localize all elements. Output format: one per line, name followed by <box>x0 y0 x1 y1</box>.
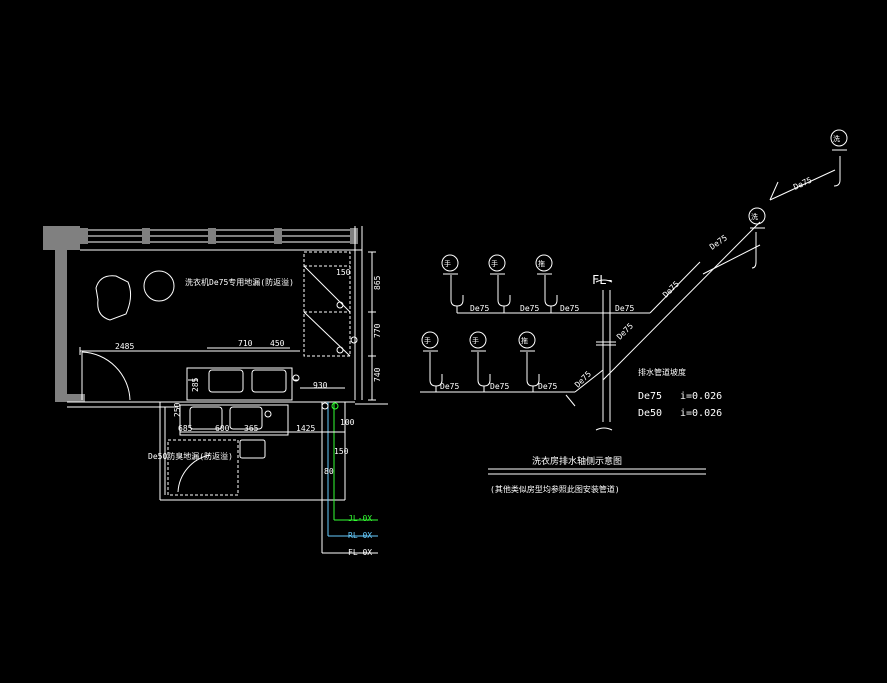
railing-post <box>142 228 150 244</box>
label-jl-pipe: JL-0X <box>348 514 372 523</box>
dim-770: 770 <box>373 323 382 338</box>
riser-break-top <box>595 279 613 283</box>
secondary-diagonal <box>702 244 761 275</box>
top-end-cap <box>769 181 779 201</box>
label-de50-drain: De50防臭地漏(防返溢) <box>148 451 233 461</box>
pipe-size-label: De75 <box>538 382 557 391</box>
wall-vertical-left <box>55 250 67 402</box>
diagram-subtitle: (其他类似房型均参照此图安装管道) <box>490 484 620 494</box>
p-trap <box>833 156 841 187</box>
dim-80: 80 <box>324 467 334 476</box>
sink-basin <box>189 406 223 430</box>
label-de75-drain: 洗衣机De75专用地漏(防返溢) <box>185 277 294 287</box>
fixture-label: 洗 <box>751 212 758 221</box>
shower-area <box>167 439 239 496</box>
round-table <box>143 270 175 302</box>
dim-2485: 2485 <box>115 342 134 351</box>
fixture-label: 拖 <box>538 259 545 268</box>
dim-1425: 1425 <box>296 424 315 433</box>
pipe-size-label: De75 <box>520 304 539 313</box>
dim-740: 740 <box>373 367 382 382</box>
riser-break-bottom <box>595 427 613 431</box>
dim-250: 250 <box>173 402 182 417</box>
dim-600: 600 <box>215 424 230 433</box>
fixture-label: 洗 <box>833 134 840 143</box>
plan-labels: 洗衣机De75专用地漏(防返溢) De50防臭地漏(防返溢) 2485 710 … <box>115 268 382 557</box>
fixture-circle <box>748 207 766 225</box>
pipe-size-label: De75 <box>615 304 634 313</box>
fixture-label: 手 <box>491 259 498 268</box>
fl-riser-label: FL- <box>592 273 614 287</box>
slope-row-size: De75 <box>638 391 662 402</box>
railing-post <box>274 228 282 244</box>
railing-post <box>80 228 88 244</box>
dashed-closet <box>303 251 351 357</box>
toilet-fixture <box>239 439 266 459</box>
isometric-diagram <box>420 129 848 475</box>
main-diagonal-branch <box>602 221 761 381</box>
dim-365: 365 <box>244 424 259 433</box>
counter-lower <box>179 404 289 436</box>
diagonal-line <box>303 265 351 313</box>
fixture-circle <box>535 254 553 272</box>
pipe-symbol <box>264 410 272 418</box>
dim-100: 100 <box>340 418 355 427</box>
fixture-circle <box>830 129 848 147</box>
pipe-size-label: De75 <box>490 382 509 391</box>
fixture-circle <box>469 331 487 349</box>
railing-post <box>208 228 216 244</box>
p-trap <box>751 232 757 269</box>
fixture-label: 手 <box>472 336 479 345</box>
dim-285: 285 <box>191 377 200 392</box>
railing-post <box>350 228 358 244</box>
dim-710: 710 <box>238 339 253 348</box>
sink-basin <box>208 369 244 393</box>
armchair <box>95 275 132 321</box>
lower-diagonal-link <box>574 369 604 393</box>
pipe-size-label: De75 <box>560 304 579 313</box>
iso-labels: 手 手 拖 手 手 拖 洗 洗 FL- De75 De75 De75 De75 … <box>424 134 840 494</box>
dim-150-lower: 150 <box>334 447 349 456</box>
fixture-label: 手 <box>444 259 451 268</box>
label-rl-pipe: RL-0X <box>348 531 372 540</box>
diagonal-link <box>649 261 701 314</box>
pipe-symbol <box>350 336 358 344</box>
counter-upper <box>186 367 293 401</box>
sink-basin <box>229 406 263 430</box>
slope-row-size: De50 <box>638 408 662 419</box>
slope-row-value: i=0.026 <box>680 408 722 419</box>
jl-pipe-symbol <box>331 402 339 410</box>
fixture-circle <box>421 331 439 349</box>
lower-end-cap <box>565 394 576 407</box>
fixture-circle <box>441 254 459 272</box>
wall-bottom-left <box>55 394 85 402</box>
floor-plan <box>43 226 388 554</box>
pipe-symbol <box>292 374 300 382</box>
label-fl-pipe: FL-0X <box>348 548 372 557</box>
fixture-circle <box>488 254 506 272</box>
slope-row-value: i=0.026 <box>680 391 722 402</box>
door-swing-arc <box>81 351 131 401</box>
sink-basin <box>251 369 287 393</box>
fixture-circle <box>518 331 536 349</box>
dim-685: 685 <box>178 424 193 433</box>
dim-150-upper: 150 <box>336 268 351 277</box>
pipe-size-label: De75 <box>440 382 459 391</box>
dim-865: 865 <box>373 275 382 290</box>
fl-pipe-symbol <box>321 402 329 410</box>
door-swing-arc <box>177 454 211 493</box>
fixture-label: 手 <box>424 336 431 345</box>
dim-930: 930 <box>313 381 328 390</box>
floor-drain-symbol <box>336 301 344 309</box>
slope-title: 排水管道坡度 <box>638 367 686 377</box>
top-diagonal <box>769 169 836 201</box>
fixture-label: 拖 <box>521 336 528 345</box>
diagram-title: 洗衣房排水轴侧示意图 <box>532 455 622 467</box>
dim-450: 450 <box>270 339 285 348</box>
pipe-size-label: De75 <box>470 304 489 313</box>
floor-drain-symbol <box>336 346 344 354</box>
